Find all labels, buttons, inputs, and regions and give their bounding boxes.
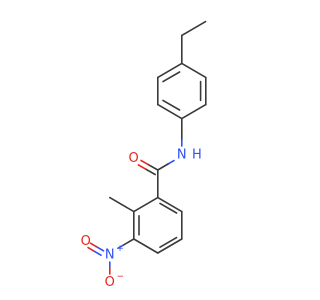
- bond-lower-ring-3: [157, 238, 183, 254]
- bond-lower-ring-6: [133, 196, 159, 213]
- bond-nitro-no-double-2: [92, 250, 102, 256]
- nitro-oxygen-double-label: O: [81, 234, 91, 249]
- bond-nh-to-carbonyl-n-part: [167, 159, 175, 165]
- nitro-nitrogen-label: N: [105, 248, 115, 263]
- nitro-oxygen-charge: −: [117, 272, 125, 282]
- bond-nitro-no-double-1: [95, 245, 105, 252]
- bond-upper-ring-3: [181, 103, 207, 120]
- bond-carbonyl-co-2-c: [144, 168, 156, 176]
- bond-lower-ring-inner-2: [159, 236, 178, 248]
- nitro-nitrogen-charge: +: [116, 244, 124, 254]
- bond-methyl: [109, 196, 135, 213]
- bond-nitro-no-double-2-o: [87, 246, 95, 252]
- bond-ring-to-nitro-c-part: [122, 238, 135, 247]
- bond-nitro-no-double-1-o: [89, 242, 97, 248]
- bond-lower-ring-4: [133, 238, 159, 254]
- bond-lower-ring-1: [157, 196, 183, 213]
- bond-upper-ring-4: [157, 103, 183, 120]
- molecule-structure-diagram: N H O N + O O −: [81, 20, 207, 290]
- bond-upper-ring-inner-3: [162, 71, 181, 83]
- bond-nh-to-carbonyl-c-part: [157, 163, 169, 171]
- amide-nitrogen-label: N: [177, 148, 187, 163]
- bond-ethyl-ch3-ch2: [181, 20, 207, 37]
- bond-lower-ring-inner-1: [159, 202, 178, 214]
- bond-upper-ring-1: [181, 62, 207, 79]
- bond-carbonyl-co-1-o: [140, 159, 149, 166]
- bond-carbonyl-co-1-c: [147, 163, 159, 171]
- bond-ring-to-nitro-n-part: [117, 244, 124, 249]
- bond-carbonyl-co-2-o: [137, 164, 147, 170]
- amide-hydrogen-label: H: [192, 148, 202, 163]
- bond-upper-ring-6: [157, 62, 183, 79]
- nitro-oxygen-single-label: O: [105, 275, 115, 290]
- carbonyl-oxygen-label: O: [128, 151, 138, 166]
- bond-upper-ring-inner-2: [162, 99, 181, 111]
